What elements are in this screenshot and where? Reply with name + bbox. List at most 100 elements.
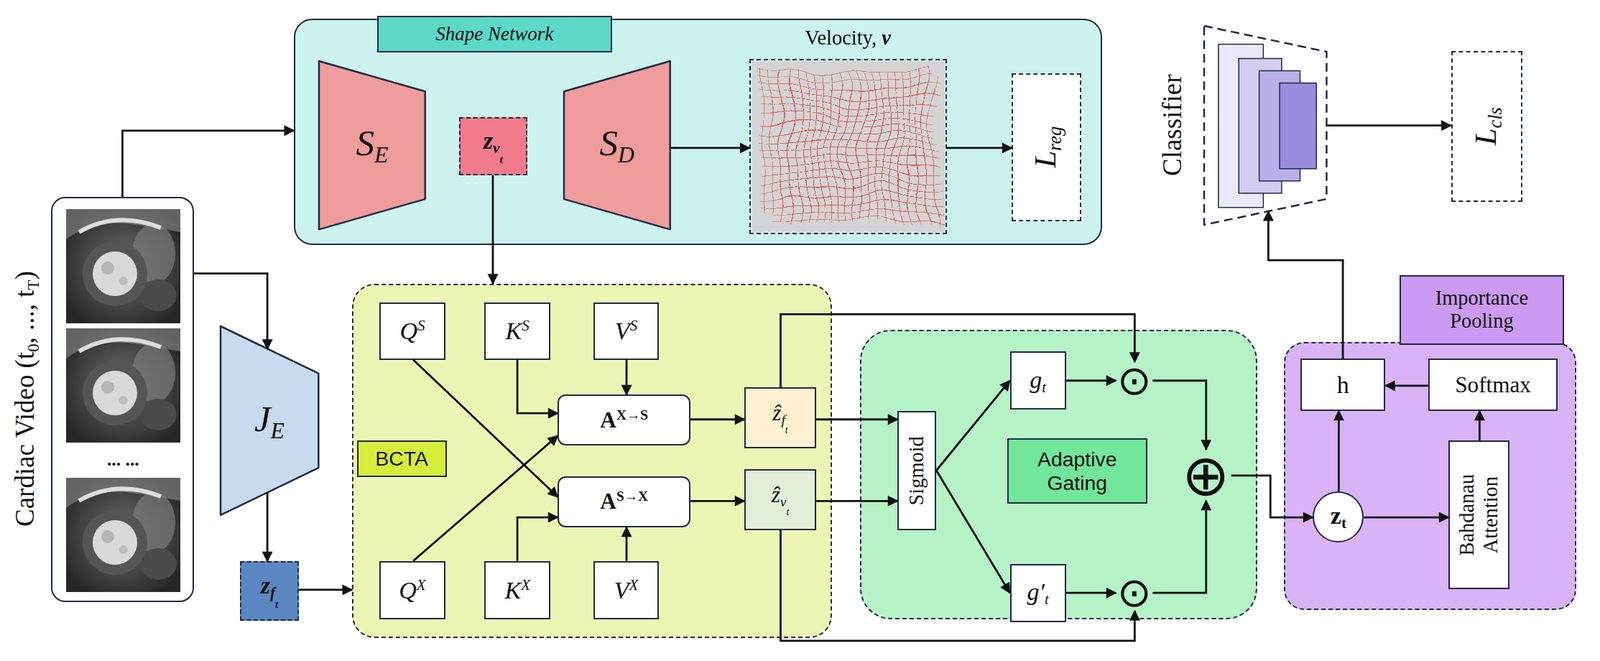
gating-panel: Adaptive GatingSigmoidgt⊙g′t⊙⊕ (859, 329, 1257, 620)
attention-box: AX→S (557, 394, 691, 446)
text-segment: BCTA (375, 446, 429, 470)
gate-box: gt (1010, 351, 1067, 410)
text-segment: Velocity, (804, 26, 882, 49)
text-segment: ⊙ (1117, 356, 1152, 404)
query-box: QS (379, 302, 446, 360)
bcta-panel: BCTAQSKSVSAX→SẑftAS→XẑvtQXKXVX (352, 283, 832, 638)
label-text: AX→S (599, 407, 649, 434)
label-text: ẑft (772, 400, 788, 436)
text-segment: t (785, 423, 789, 436)
label-text: Shape Network (435, 22, 554, 46)
text-area: ẑft (745, 388, 815, 447)
text-segment: v (780, 493, 787, 509)
classifier-trapezoid: Classifier (1204, 25, 1327, 225)
text-segment: Softmax (1454, 372, 1532, 398)
text-segment: X (520, 576, 531, 594)
text-segment: , ..., t (9, 290, 39, 345)
text-area: SD (563, 61, 671, 230)
label-text: zft (260, 571, 279, 611)
text-area: KS (485, 303, 549, 359)
text-segment: ) (9, 271, 39, 281)
text-area: QX (380, 562, 445, 618)
operator-symbol: ⊙ (1117, 571, 1152, 613)
text-segment: S→X (616, 489, 649, 505)
text-segment: L (1468, 128, 1503, 146)
text-area: AS→X (558, 477, 689, 526)
image-encoder-trapezoid: JE (220, 326, 319, 516)
label-text: g′t (1026, 577, 1049, 609)
text-segment: Q (398, 576, 417, 604)
text-segment: D (617, 141, 635, 167)
value-box: VX (593, 561, 659, 620)
text-segment: S (417, 317, 426, 335)
text-segment: ẑ (772, 400, 781, 426)
video-panel: Cardiac Video (t0, ..., tT)... ... (51, 196, 194, 603)
text-segment: g′ (1026, 578, 1045, 605)
text-segment: X→S (616, 407, 649, 423)
text-segment: V (614, 576, 630, 604)
fused-feature-box: ẑft (744, 387, 816, 449)
label-text: QS (399, 316, 425, 345)
label-text: zt (1330, 501, 1347, 533)
text-segment: Classifier (1157, 74, 1187, 176)
label-text: zvt (483, 126, 503, 166)
label-text: BCTA (375, 446, 429, 471)
text-area: SE (318, 61, 426, 230)
operator-symbol: ⊙ (1117, 359, 1152, 401)
text-segment: K (505, 317, 523, 345)
text-segment: V (614, 317, 631, 345)
label-text: Sigmoid (905, 436, 929, 506)
text-area: h (1301, 359, 1384, 409)
text-segment: A (599, 407, 617, 433)
label-text: Velocity, v (804, 26, 891, 51)
pooling-panel: Importance PoolinghSoftmaxztBahdanau Att… (1283, 341, 1578, 611)
label-text: SE (355, 122, 388, 169)
text-area: VX (594, 562, 658, 618)
text-area: Lcls (1452, 52, 1521, 201)
label-text: KX (504, 576, 531, 605)
text-area: Velocity, v (749, 20, 947, 57)
query-box: QX (379, 561, 446, 620)
text-area: zvt (460, 118, 526, 174)
label-text: Lcls (1467, 107, 1506, 146)
shape-outline (563, 61, 671, 230)
label-text: Classifier (1157, 74, 1188, 176)
operator-symbol: ⊕ (1181, 446, 1230, 505)
label-text: Cardiac Video (t0, ..., tT) (9, 271, 43, 528)
text-segment: A (599, 488, 617, 514)
shape-outline (220, 326, 319, 516)
key-box: KS (484, 302, 551, 360)
key-box: KX (484, 561, 551, 620)
label-text: Importance Pooling (1400, 286, 1562, 334)
connector (298, 589, 353, 592)
text-area: Lreg (1013, 74, 1080, 220)
text-segment: v (881, 26, 891, 49)
attention-box: AS→X (557, 476, 691, 528)
text-segment: f (780, 412, 785, 428)
text-segment: X (628, 576, 638, 594)
text-segment: Cardiac Video (t (9, 352, 39, 527)
gate-box: g′t (1010, 563, 1067, 623)
text-area: AX→S (558, 395, 689, 445)
text-area: Cardiac Video (t0, ..., tT) (3, 196, 49, 603)
text-area: ⊙ (1115, 362, 1153, 399)
hadamard-symbol: ⊙ (1115, 362, 1153, 399)
loss-box: Lcls (1451, 51, 1523, 202)
value-box: VS (593, 302, 659, 360)
text-segment: X (416, 576, 427, 594)
loss-box: Lreg (1011, 73, 1082, 222)
shape-outline (1204, 25, 1327, 225)
text-area: QS (380, 303, 445, 359)
sum-symbol: ⊕ (1180, 449, 1232, 501)
text-segment: t (1341, 515, 1347, 533)
label-text: gt (1029, 365, 1047, 397)
text-segment: g (1029, 366, 1042, 393)
text-segment: f (270, 584, 276, 602)
heading-box: Adaptive Gating (1007, 438, 1148, 504)
text-segment: Shape Network (435, 22, 554, 45)
text-segment: t (1044, 590, 1049, 608)
attention-box: Bahdanau Attention (1448, 440, 1510, 590)
text-segment: t (785, 505, 789, 518)
label-text: AS→X (599, 488, 649, 515)
